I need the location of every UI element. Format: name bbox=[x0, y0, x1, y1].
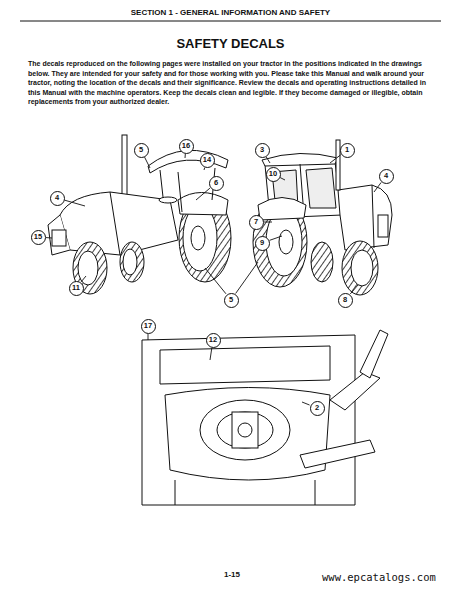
callout-number: 4 bbox=[384, 172, 388, 180]
callout-circle: 5 bbox=[134, 143, 149, 158]
leader-line bbox=[148, 334, 149, 340]
callout-circle: 8 bbox=[338, 293, 353, 308]
callout-circle: 7 bbox=[249, 215, 264, 230]
leader-line bbox=[350, 285, 358, 294]
right-tractor bbox=[253, 140, 392, 295]
callout-circle: 15 bbox=[31, 230, 46, 245]
left-tractor bbox=[48, 135, 231, 294]
leader-line bbox=[145, 157, 150, 168]
callout-number: 12 bbox=[209, 336, 217, 344]
header-rule bbox=[20, 21, 441, 22]
callout-number: 8 bbox=[343, 296, 347, 304]
callout-circle: 6 bbox=[209, 176, 224, 191]
callout-circle: 14 bbox=[200, 153, 215, 168]
section-header: SECTION 1 - GENERAL INFORMATION AND SAFE… bbox=[20, 8, 441, 17]
callout-circle: 4 bbox=[50, 191, 65, 206]
callout-number: 9 bbox=[260, 239, 264, 247]
callout-circle: 3 bbox=[255, 143, 270, 158]
page-number: 1-15 bbox=[212, 570, 252, 579]
callout-number: 1 bbox=[345, 146, 349, 154]
leader-line bbox=[65, 200, 85, 206]
leader-line bbox=[46, 237, 52, 238]
callout-circle: 10 bbox=[266, 167, 281, 182]
leader-line bbox=[185, 154, 186, 158]
callout-number: 14 bbox=[203, 156, 211, 164]
leader-line bbox=[210, 348, 212, 360]
callout-number: 7 bbox=[254, 218, 258, 226]
callout-circle: 11 bbox=[69, 281, 84, 296]
leader-line bbox=[302, 402, 310, 405]
rear-hitch-view bbox=[142, 330, 388, 505]
callout-circle: 12 bbox=[206, 333, 221, 348]
callout-circle: 2 bbox=[310, 401, 325, 416]
leader-line bbox=[264, 222, 272, 223]
watermark: www.epcatalogs.com bbox=[322, 571, 436, 583]
callout-circle: 16 bbox=[179, 139, 194, 154]
callout-circle: 5 bbox=[224, 293, 239, 308]
callout-circle: 4 bbox=[379, 169, 394, 184]
callout-number: 11 bbox=[72, 284, 80, 292]
callout-circle: 17 bbox=[141, 319, 156, 334]
leader-line bbox=[280, 178, 285, 180]
callout-circle: 9 bbox=[255, 236, 270, 251]
leader-line bbox=[204, 168, 206, 170]
callout-number: 5 bbox=[139, 146, 143, 154]
leader-line bbox=[196, 188, 210, 200]
leader-line bbox=[266, 157, 270, 163]
leader-line bbox=[270, 236, 282, 240]
callout-number: 2 bbox=[315, 404, 319, 412]
callout-number: 5 bbox=[229, 296, 233, 304]
callout-number: 6 bbox=[214, 179, 218, 187]
callout-number: 17 bbox=[144, 322, 152, 330]
callout-number: 15 bbox=[34, 233, 42, 241]
intro-paragraph: The decals reproduced on the following p… bbox=[28, 59, 436, 107]
page-title: SAFETY DECALS bbox=[20, 36, 441, 51]
callout-number: 10 bbox=[269, 170, 277, 178]
leader-line bbox=[236, 262, 258, 293]
leader-line bbox=[374, 182, 381, 192]
leader-line bbox=[205, 268, 226, 294]
callout-number: 3 bbox=[260, 146, 264, 154]
callout-circle: 1 bbox=[340, 143, 355, 158]
leader-line bbox=[330, 155, 341, 163]
callout-number: 4 bbox=[55, 194, 59, 202]
leader-line bbox=[81, 276, 86, 282]
callout-number: 16 bbox=[182, 142, 190, 150]
